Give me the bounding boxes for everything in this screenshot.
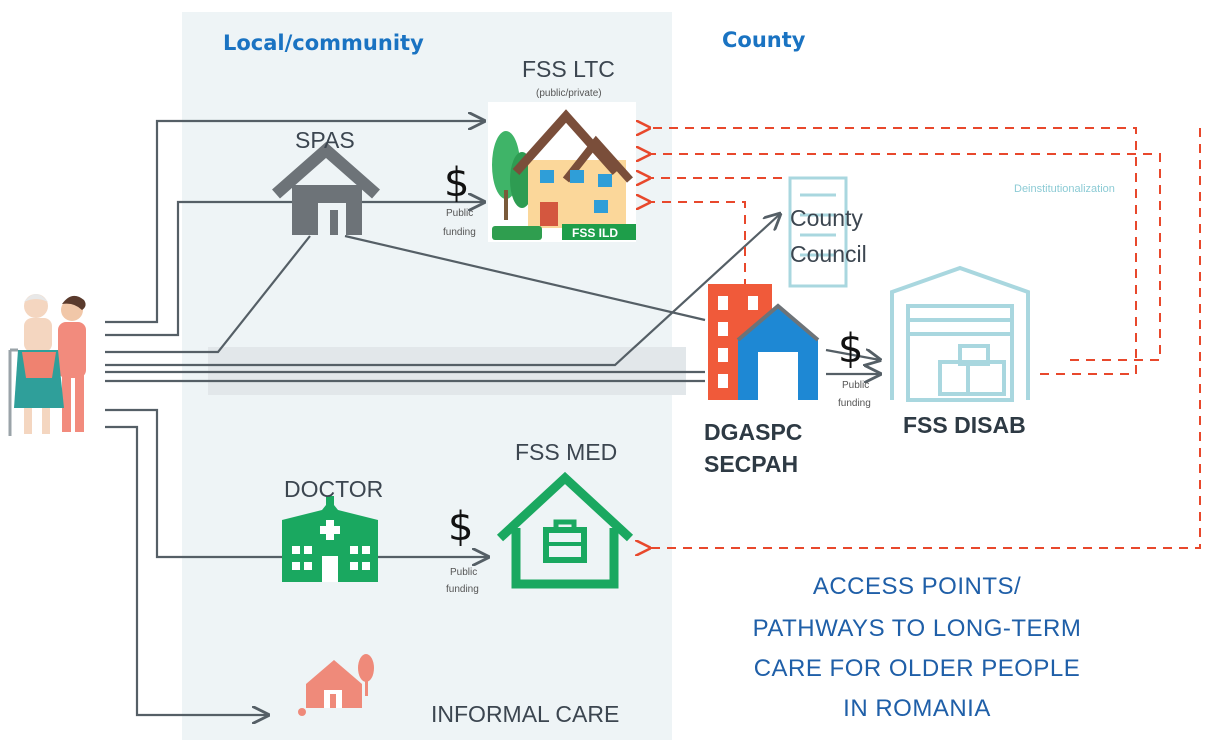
doctor-hospital-icon [282,496,378,582]
diagram-title-line4: IN ROMANIA [843,695,991,722]
older-person-with-carer-illustration [8,294,86,436]
public-funding-spas-line2: funding [443,227,476,238]
dashed-disab-to-ltc-outer [648,128,1137,375]
deinstitutionalization-label: Deinstitutionalization [1014,183,1115,195]
public-funding-doctor-line2: funding [446,584,479,595]
path-to-fss-ltc [105,121,484,324]
path-dgaspc-to-disab-1 [825,350,880,360]
deinstitutionalization-flows [648,128,1201,548]
public-funding-doctor-line1: Public [450,567,477,578]
dashed-dgaspc-to-ltc [648,202,746,288]
header-county: County [722,28,806,52]
dollar-icon-spas: $ [444,160,469,206]
path-to-county-council [105,214,780,367]
diagram-title-line3: CARE FOR OLDER PEOPLE [754,655,1081,682]
fss-ltc-building-icon [488,102,636,242]
dgaspc-label-line2: SECPAH [704,451,798,477]
spas-label: SPAS [295,127,355,153]
county-council-label-line2: Council [790,241,867,267]
fss-disab-warehouse-icon [890,265,1030,402]
path-to-informal-care [105,425,268,715]
county-council-building-icon [788,176,848,288]
dashed-disab-to-ltc-mid [648,154,1161,361]
informal-care-house-icon [298,654,374,716]
dgaspc-label-line1: DGASPC [704,419,802,445]
fss-ltc-sublabel: (public/private) [536,88,602,99]
public-funding-dgaspc-line1: Public [842,380,869,391]
dashed-to-fss-med [648,128,1201,548]
doctor-label: DOCTOR [284,476,383,502]
path-spas-to-dgaspc [344,234,706,322]
spas-house-icon [272,142,380,235]
public-funding-dgaspc-line2: funding [838,398,871,409]
dgaspc-building-icon [708,284,820,400]
county-council-label-line1: County [790,205,863,231]
diagram-title-line1: ACCESS POINTS/ [813,573,1021,600]
path-to-spas [105,200,292,337]
informal-care-label: INFORMAL CARE [431,701,619,727]
fss-ild-badge-label: FSS ILD [572,226,618,240]
dollar-icon-doctor: $ [448,504,473,550]
public-funding-spas-line1: Public [446,208,473,219]
fss-disab-label: FSS DISAB [903,412,1026,438]
fss-med-house-icon [496,471,634,589]
diagram-title-line2: PATHWAYS TO LONG-TERM [753,615,1082,642]
fss-med-label: FSS MED [515,439,617,465]
path-to-spas-lower [105,235,311,354]
fss-ltc-label: FSS LTC [522,56,615,82]
header-local-community: Local/community [223,31,424,55]
dollar-icon-dgaspc: $ [838,326,863,372]
